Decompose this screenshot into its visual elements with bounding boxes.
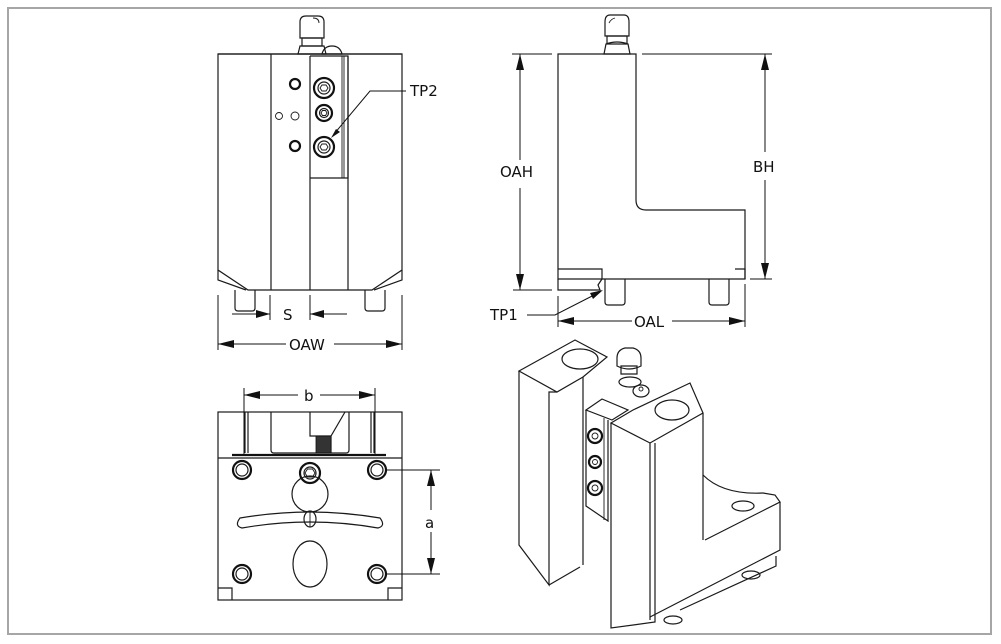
bottom-view: b a — [217, 387, 440, 601]
screw-bottom — [312, 135, 336, 159]
screw-top — [312, 76, 336, 100]
isometric-view — [517, 339, 781, 629]
b-label: b — [304, 387, 314, 405]
front-view: TP2 S OAW — [217, 15, 438, 354]
coolant-fitting — [297, 15, 343, 55]
oal-label: OAL — [634, 313, 665, 331]
oaw-label: OAW — [289, 336, 325, 354]
bh-label: BH — [753, 158, 775, 176]
s-label: S — [283, 306, 293, 324]
oah-label: OAH — [500, 163, 533, 181]
side-coolant-fitting — [603, 14, 631, 55]
side-view: OAH BH TP1 OAL — [489, 14, 775, 331]
a-label: a — [425, 514, 434, 532]
tp1-label: TP1 — [489, 306, 518, 324]
tp2-label: TP2 — [409, 82, 438, 100]
screw-middle — [314, 103, 334, 123]
drawing-frame — [7, 7, 992, 635]
